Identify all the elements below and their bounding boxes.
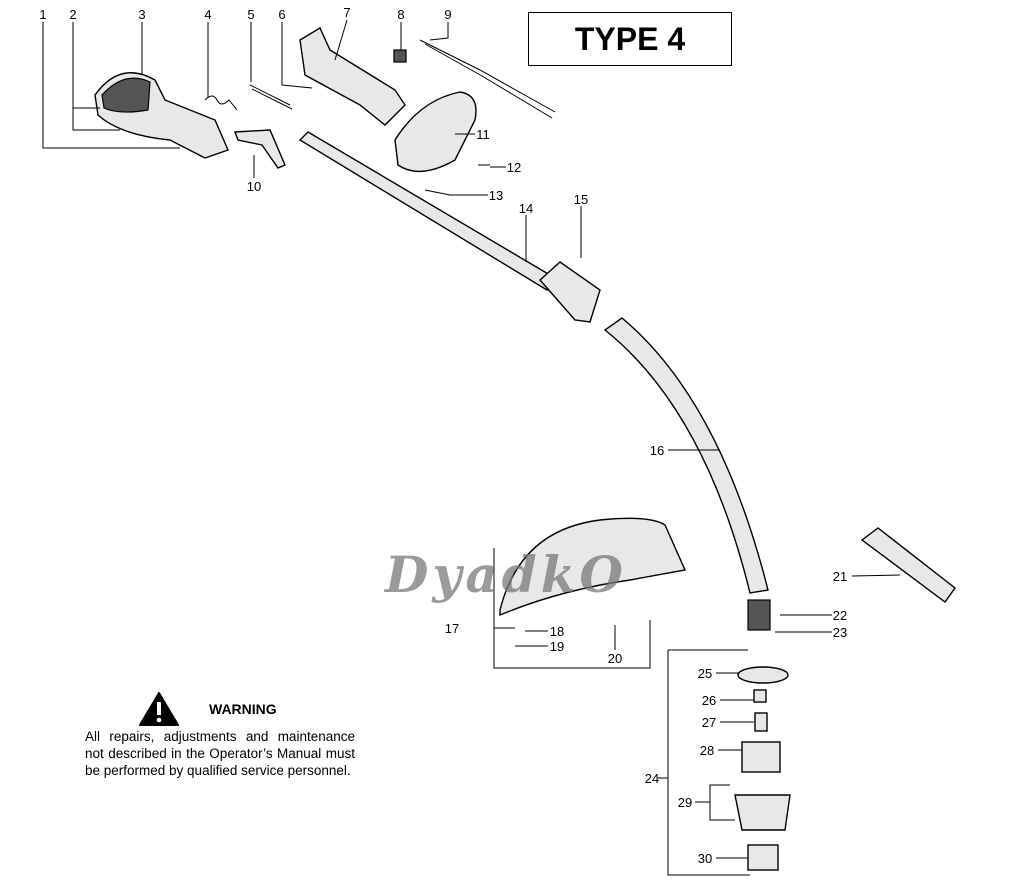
callout-18: 18 bbox=[550, 624, 564, 639]
callout-9: 9 bbox=[444, 7, 451, 22]
bump-knob bbox=[747, 844, 779, 871]
leader-lines bbox=[42, 19, 901, 876]
guard bbox=[499, 517, 687, 617]
handle-housing bbox=[94, 72, 229, 159]
callout-12: 12 bbox=[507, 160, 521, 175]
gear-head bbox=[747, 599, 771, 631]
callout-5: 5 bbox=[247, 7, 254, 22]
callout-4: 4 bbox=[204, 7, 211, 22]
callout-6: 6 bbox=[278, 7, 285, 22]
callout-30: 30 bbox=[698, 851, 712, 866]
throttle-cable bbox=[249, 84, 293, 110]
callout-15: 15 bbox=[574, 192, 588, 207]
callout-24: 24 bbox=[645, 771, 659, 786]
callout-8: 8 bbox=[397, 7, 404, 22]
callout-22: 22 bbox=[833, 608, 847, 623]
trigger bbox=[234, 129, 286, 169]
callout-10: 10 bbox=[247, 179, 261, 194]
assist-handle bbox=[394, 91, 477, 173]
callout-26: 26 bbox=[702, 693, 716, 708]
warning-text: All repairs, adjustments and maintenance… bbox=[85, 729, 355, 778]
callout-19: 19 bbox=[550, 639, 564, 654]
callout-1: 1 bbox=[39, 7, 46, 22]
callout-23: 23 bbox=[833, 625, 847, 640]
callout-27: 27 bbox=[702, 715, 716, 730]
spool-housing bbox=[737, 666, 789, 684]
cable bbox=[419, 39, 556, 119]
callout-13: 13 bbox=[489, 188, 503, 203]
type-label: TYPE 4 bbox=[528, 12, 732, 66]
callout-2: 2 bbox=[69, 7, 76, 22]
coupler bbox=[539, 261, 601, 323]
callout-17: 17 bbox=[445, 621, 459, 636]
warning-title: WARNING bbox=[209, 700, 277, 717]
wrench bbox=[860, 527, 956, 603]
callout-29: 29 bbox=[678, 795, 692, 810]
callout-14: 14 bbox=[519, 201, 533, 216]
screw bbox=[424, 164, 490, 196]
callout-21: 21 bbox=[833, 569, 847, 584]
warning-notice: WARNING All repairs, adjustments and mai… bbox=[85, 690, 355, 779]
callout-20: 20 bbox=[608, 651, 622, 666]
callout-11: 11 bbox=[476, 127, 490, 142]
watermark: DyadkO bbox=[385, 545, 627, 604]
callout-labels: 1 2 3 4 5 6 7 8 9 10 11 12 13 14 15 16 1… bbox=[39, 5, 847, 866]
callout-28: 28 bbox=[700, 743, 714, 758]
callout-25: 25 bbox=[698, 666, 712, 681]
lower-shaft bbox=[603, 317, 769, 594]
switch bbox=[393, 49, 407, 63]
callout-3: 3 bbox=[138, 7, 145, 22]
spool bbox=[741, 741, 781, 773]
spring bbox=[204, 95, 238, 111]
callout-7: 7 bbox=[343, 5, 350, 20]
warning-triangle-icon bbox=[139, 692, 179, 726]
handle-half bbox=[299, 26, 406, 126]
cover bbox=[734, 794, 791, 831]
spring-part bbox=[754, 712, 768, 732]
eyelet bbox=[753, 689, 767, 703]
callout-16: 16 bbox=[650, 443, 664, 458]
